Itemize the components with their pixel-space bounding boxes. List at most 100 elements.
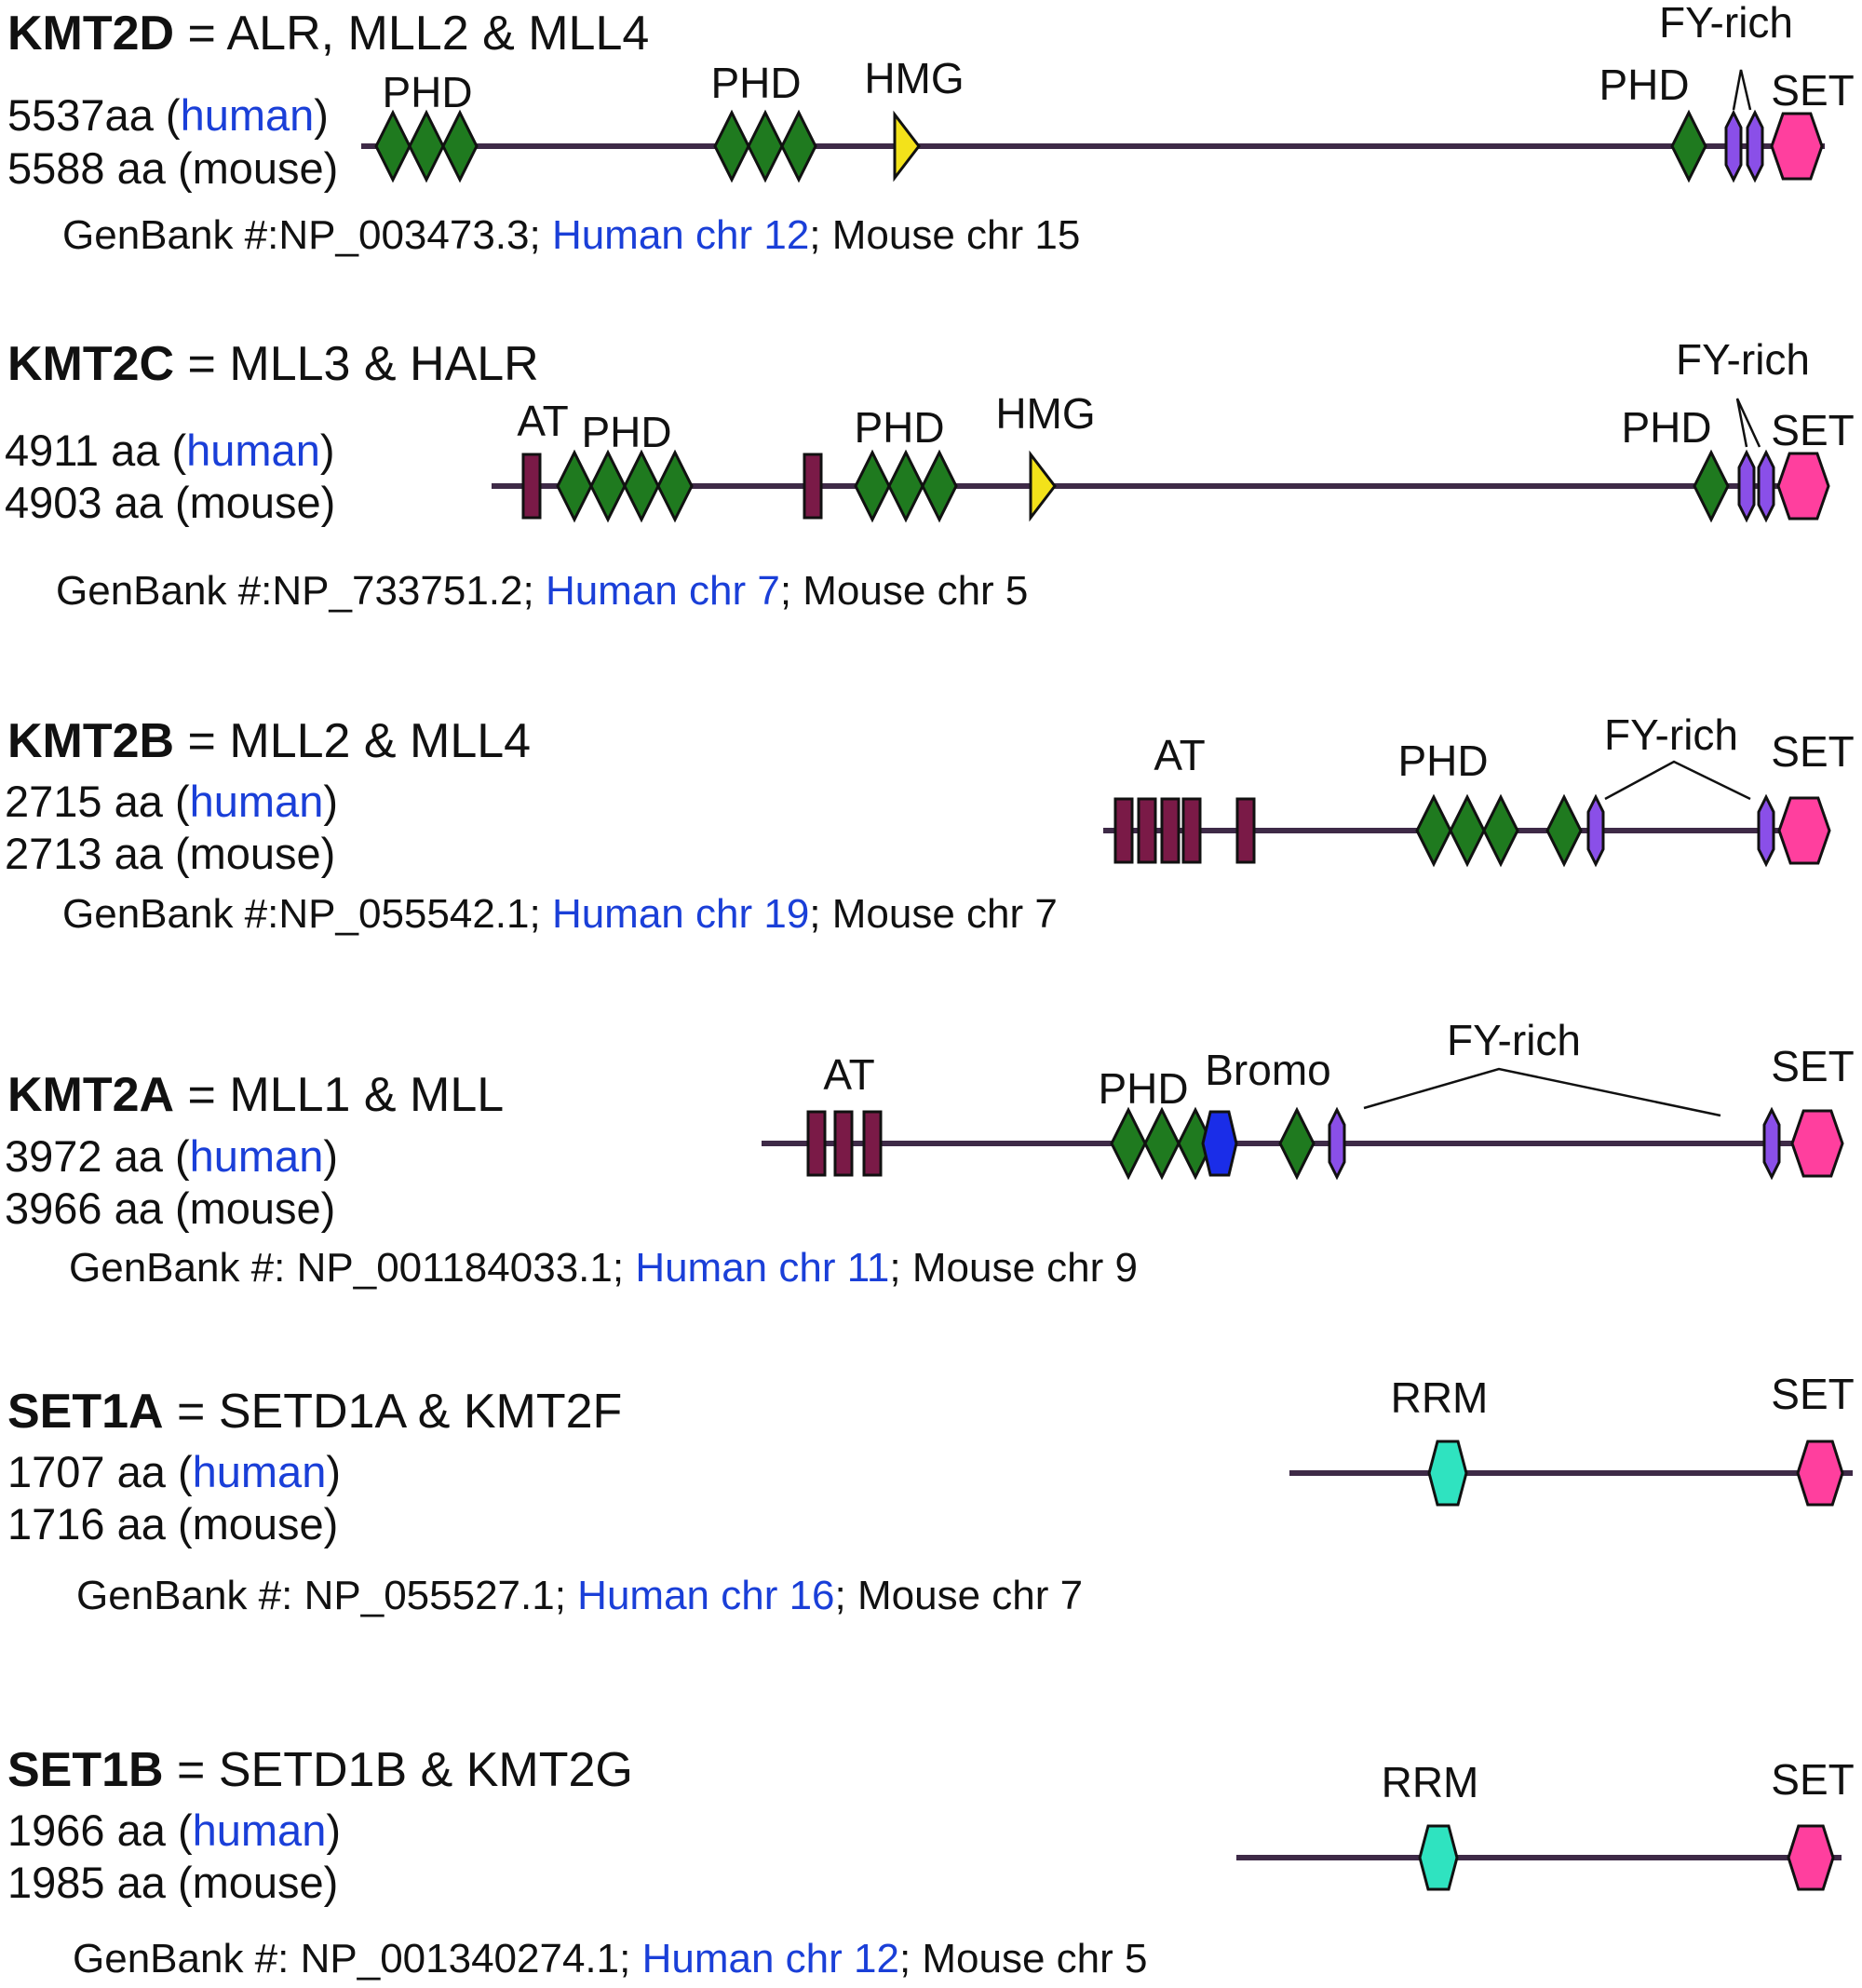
gene-aliases: = ALR, MLL2 & MLL4	[174, 7, 650, 61]
phd-domain	[589, 449, 627, 523]
domain-label: SET	[1771, 406, 1854, 454]
phd-domain	[374, 109, 412, 183]
kmt2a-title: KMT2A = MLL1 & MLL	[7, 1071, 504, 1119]
fy-rich-bracket	[1735, 398, 1761, 448]
fy-rich-domain	[1737, 449, 1756, 523]
at-hook-domain	[806, 1110, 827, 1177]
paren: )	[319, 426, 335, 475]
kmt2b-mouse-length: 2713 aa (mouse)	[5, 829, 336, 878]
phd-domain	[780, 109, 817, 183]
domain-label: AT	[823, 1050, 874, 1099]
kmt2c-title: KMT2C = MLL3 & HALR	[7, 340, 539, 388]
at-hook-domain	[862, 1110, 883, 1177]
kmt2d-title: KMT2D = ALR, MLL2 & MLL4	[7, 9, 649, 58]
kmt2c-mouse-length: 4903 aa (mouse)	[5, 478, 336, 527]
phd-domain	[556, 449, 593, 523]
at-hook-domain	[803, 453, 823, 520]
set1b-mouse-length: 1985 aa (mouse)	[7, 1858, 339, 1907]
paren: )	[323, 1131, 338, 1181]
mouse-chr: ; Mouse chr 5	[779, 568, 1029, 614]
human-length: 5537aa	[7, 90, 154, 140]
mouse-chr: ; Mouse chr 5	[898, 1936, 1148, 1981]
kmt2b-genbank: GenBank #:NP_055542.1; Human chr 19; Mou…	[62, 894, 1058, 935]
phd-domain	[408, 109, 445, 183]
domain-label: SET	[1771, 1370, 1854, 1418]
domain-label: RRM	[1382, 1758, 1479, 1806]
human-link[interactable]: human	[189, 777, 324, 826]
set-domain	[1776, 452, 1830, 521]
domain-label: PHD	[382, 68, 472, 116]
gene-aliases: = MLL1 & MLL	[174, 1068, 505, 1122]
phd-domain	[887, 449, 924, 523]
phd-domain	[1415, 793, 1452, 868]
human-length: 3972 aa	[5, 1131, 163, 1181]
human-chr-link[interactable]: Human chr 16	[577, 1573, 835, 1618]
domain-label: Bromo	[1205, 1046, 1330, 1094]
rrm-domain	[1418, 1824, 1459, 1891]
genbank-id: GenBank #:NP_733751.2;	[56, 568, 546, 614]
gene-name: KMT2D	[7, 7, 175, 61]
set-domain	[1770, 112, 1824, 181]
phd-domain	[1110, 1106, 1147, 1181]
human-chr-link[interactable]: Human chr 19	[551, 891, 810, 937]
paren: (	[165, 1447, 193, 1496]
phd-domain	[854, 449, 891, 523]
genbank-id: GenBank #: NP_001184033.1;	[69, 1245, 636, 1291]
paren: )	[323, 777, 338, 826]
phd-domain	[1143, 1106, 1181, 1181]
domain-label: SET	[1771, 66, 1854, 115]
genbank-id: GenBank #:NP_055542.1;	[62, 891, 552, 937]
domain-label: PHD	[710, 59, 801, 107]
set1a-title: SET1A = SETD1A & KMT2F	[7, 1387, 622, 1436]
domain-label: SET	[1771, 1755, 1854, 1804]
human-link[interactable]: human	[180, 90, 315, 140]
human-length: 2715 aa	[5, 777, 163, 826]
human-link[interactable]: human	[186, 426, 320, 475]
paren: (	[159, 426, 187, 475]
kmt2a-mouse-length: 3966 aa (mouse)	[5, 1183, 336, 1233]
kmt2a-human-length: 3972 aa (human)	[5, 1134, 338, 1178]
set-domain	[1790, 1109, 1844, 1178]
gene-name: KMT2B	[7, 714, 175, 768]
human-link[interactable]: human	[189, 1131, 324, 1181]
paren: )	[326, 1447, 341, 1496]
fy-rich-domain	[1328, 1106, 1346, 1181]
kmt2c-human-length: 4911 aa (human)	[5, 428, 335, 472]
human-link[interactable]: human	[192, 1805, 327, 1855]
human-chr-link[interactable]: Human chr 7	[545, 568, 780, 614]
at-hook-domain	[1113, 797, 1134, 864]
at-hook-domain	[521, 453, 542, 520]
fy-rich-domain	[1746, 109, 1764, 183]
human-chr-link[interactable]: Human chr 11	[635, 1245, 890, 1291]
gene-aliases: = SETD1A & KMT2F	[163, 1385, 623, 1439]
paren: (	[153, 90, 181, 140]
phd-domain	[1449, 793, 1486, 868]
human-length: 1966 aa	[7, 1805, 166, 1855]
genbank-id: GenBank #:NP_003473.3;	[62, 212, 552, 258]
kmt2a-genbank: GenBank #: NP_001184033.1; Human chr 11;…	[69, 1248, 1138, 1289]
fy-rich-domain	[1724, 109, 1743, 183]
domain-label: SET	[1771, 727, 1854, 776]
domain-label: RRM	[1391, 1373, 1489, 1422]
gene-aliases: = MLL2 & MLL4	[174, 714, 532, 768]
phd-domain	[1670, 109, 1707, 183]
phd-domain	[441, 109, 479, 183]
domain-label: AT	[517, 397, 568, 445]
kmt2b-title: KMT2B = MLL2 & MLL4	[7, 717, 531, 765]
fy-rich-domain	[1757, 449, 1775, 523]
domain-label: FY-rich	[1659, 0, 1793, 47]
human-link[interactable]: human	[192, 1447, 327, 1496]
human-chr-link[interactable]: Human chr 12	[551, 212, 810, 258]
domain-label: SET	[1771, 1042, 1854, 1090]
kmt2c-genbank: GenBank #:NP_733751.2; Human chr 7; Mous…	[56, 571, 1028, 612]
kmt2d-genbank: GenBank #:NP_003473.3; Human chr 12; Mou…	[62, 215, 1080, 256]
gene-name: KMT2A	[7, 1068, 175, 1122]
gene-name: SET1A	[7, 1385, 164, 1439]
phd-domain	[1693, 449, 1730, 523]
human-chr-link[interactable]: Human chr 12	[641, 1936, 899, 1981]
set1b-title: SET1B = SETD1B & KMT2G	[7, 1746, 633, 1794]
set1a-human-length: 1707 aa (human)	[7, 1450, 341, 1494]
rrm-domain	[1427, 1440, 1468, 1507]
at-hook-domain	[1235, 797, 1256, 864]
